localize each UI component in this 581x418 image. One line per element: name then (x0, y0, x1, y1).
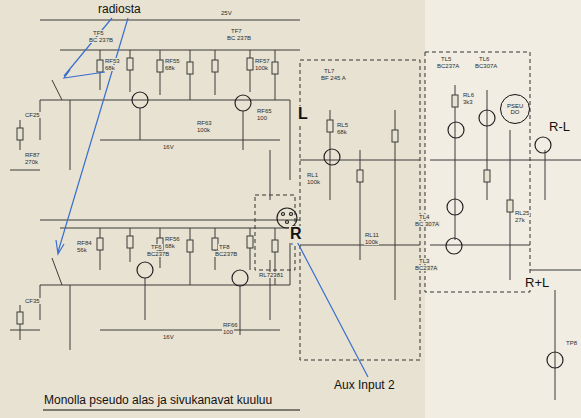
component-label: RF55 (164, 58, 181, 64)
component-label: TF6 (150, 244, 163, 250)
component-label: TP8 (565, 340, 578, 346)
resistor-symbol (157, 60, 163, 72)
annotation: R (289, 226, 303, 243)
resistor-symbol (212, 60, 218, 72)
annotation: Aux Input 2 (333, 379, 396, 392)
component-label: 25V (220, 10, 233, 16)
node-text: PSEU DO (507, 103, 523, 116)
annotation: R+L (524, 276, 550, 290)
component-label: BC237A (414, 265, 438, 271)
component-label: BC 237B (226, 35, 252, 41)
resistor-symbol (187, 240, 193, 252)
component-label: BF 245 A (320, 75, 347, 81)
paper-right (425, 0, 581, 418)
component-label: TL5 (440, 56, 452, 62)
component-label: BC307A (474, 63, 498, 69)
component-label: 100k (364, 239, 379, 245)
resistor-symbol (484, 170, 490, 182)
component-label: 100k (254, 65, 269, 71)
component-label: RF63 (196, 120, 213, 126)
component-label: CF25 (24, 112, 41, 118)
component-label: 100 (256, 115, 268, 121)
resistor-symbol (17, 312, 23, 324)
resistor-symbol (272, 240, 278, 252)
component-label: RF87 (24, 152, 41, 158)
component-label: RL25 (514, 210, 530, 216)
resistor-symbols (17, 58, 513, 324)
paper-left (0, 0, 425, 418)
annotation: R-L (548, 120, 571, 134)
component-label: 100 (222, 329, 234, 335)
resistor-symbol (507, 200, 513, 212)
component-label: 68k (164, 65, 176, 71)
component-label: RL6 (462, 92, 475, 98)
component-label: BC 237B (88, 37, 114, 43)
transistor-symbols (132, 92, 563, 368)
component-label: RF65 (256, 108, 273, 114)
annotation: Monolla pseudo alas ja sivukanavat kuulu… (43, 394, 273, 407)
component-label: 16V (162, 334, 175, 340)
component-label: TF8 (218, 244, 231, 250)
component-label: CF35 (24, 298, 41, 304)
resistor-symbol (272, 62, 278, 74)
resistor-symbol (327, 120, 333, 132)
component-label: 27k (514, 217, 526, 223)
component-label: RL11 (364, 232, 380, 238)
resistor-symbol (127, 58, 133, 70)
resistor-symbol (452, 95, 458, 107)
component-label: BC237A (436, 63, 460, 69)
component-label: TL7 (323, 68, 335, 74)
component-label: 100k (196, 127, 211, 133)
resistor-symbol (357, 170, 363, 182)
resistor-symbol (97, 60, 103, 72)
component-label: BC 307A (414, 221, 440, 227)
resistor-symbol (97, 238, 103, 250)
component-label: 270k (24, 159, 39, 165)
resistor-symbol (392, 130, 398, 142)
component-label: 68k (104, 65, 116, 71)
annotation-arrows (56, 18, 368, 377)
component-label: BC237B (146, 251, 170, 257)
component-label: RF57 (254, 58, 271, 64)
wires (10, 20, 581, 400)
component-label: TL3 (418, 258, 430, 264)
component-label: RL72381 (258, 272, 284, 278)
component-label: RF56 (164, 236, 181, 242)
component-label: 16V (162, 144, 175, 150)
resistor-symbol (187, 62, 193, 74)
component-label: RL1 (306, 172, 319, 178)
component-label: 68k (164, 243, 176, 249)
aux-socket (277, 208, 297, 228)
component-label: 3k3 (462, 99, 474, 105)
component-label: 56k (76, 247, 88, 253)
resistor-symbol (127, 236, 133, 248)
component-label: RF53 (104, 58, 121, 64)
annotation: radiosta (97, 3, 142, 16)
dashed-boxes (255, 52, 530, 360)
component-label: TL4 (418, 214, 430, 220)
component-label: 68k (336, 129, 348, 135)
component-label: TF7 (230, 28, 243, 34)
resistor-symbol (247, 58, 253, 70)
component-label: RF66 (222, 322, 239, 328)
circled-component: PSEU DO (500, 94, 530, 124)
component-label: RL5 (336, 122, 349, 128)
component-label: BC237B (214, 251, 238, 257)
resistor-symbol (17, 128, 23, 140)
component-label: TL6 (478, 56, 490, 62)
underline (43, 410, 300, 411)
component-label: TF5 (92, 30, 105, 36)
resistor-symbol (247, 236, 253, 248)
component-label: 100k (306, 179, 321, 185)
component-label: RF84 (76, 240, 93, 246)
annotation: L (297, 106, 309, 123)
